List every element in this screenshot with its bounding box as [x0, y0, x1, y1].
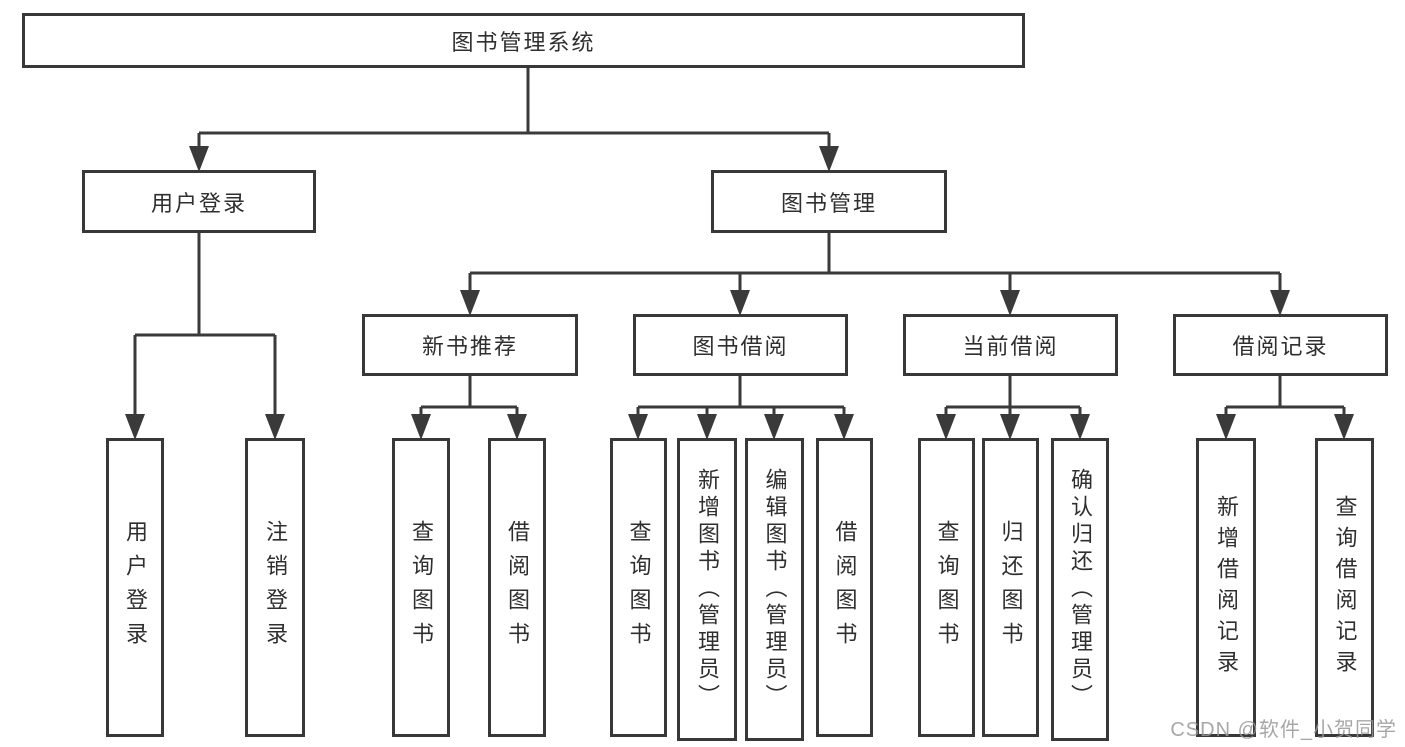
- node-leaf-borrow-books-2: 借阅图书: [816, 438, 873, 737]
- node-leaf-query-books-2: 查询图书: [610, 438, 667, 737]
- node-leaf-edit-books-admin: 编辑图书（管理员）: [745, 438, 804, 741]
- node-new-book-recommend: 新书推荐: [362, 314, 578, 376]
- connector-borrow-record-group: [1216, 375, 1354, 440]
- connector-book-borrow-group: [628, 375, 854, 440]
- node-leaf-return-books: 归还图书: [982, 438, 1039, 737]
- node-leaf-query-books-3: 查询图书: [918, 438, 975, 737]
- node-library-management-system: 图书管理系统: [22, 13, 1025, 68]
- node-label: 借阅记录: [1232, 334, 1329, 359]
- node-label: 确认归还（管理员）: [1068, 468, 1093, 711]
- node-label: 查询借阅记录: [1332, 494, 1358, 681]
- node-label: 归还图书: [998, 519, 1024, 656]
- node-label: 用户登录: [123, 519, 148, 656]
- node-leaf-query-books-1: 查询图书: [392, 438, 450, 737]
- node-label: 图书借阅: [692, 334, 789, 359]
- node-label: 新增借阅记录: [1214, 494, 1239, 681]
- node-label: 查询图书: [409, 519, 434, 656]
- connector-book-management-to-level3: [460, 232, 1290, 316]
- node-borrow-record: 借阅记录: [1173, 314, 1388, 376]
- node-leaf-add-borrow-record: 新增借阅记录: [1196, 438, 1256, 737]
- node-label: 新增图书（管理员）: [695, 468, 720, 711]
- node-leaf-user-login: 用户登录: [106, 438, 164, 737]
- connector-root-to-level2: [189, 67, 839, 172]
- node-label: 图书管理: [780, 190, 877, 216]
- node-label: 查询图书: [934, 519, 960, 656]
- csdn-watermark: CSDN @软件_小贺同学: [1170, 719, 1397, 741]
- node-label: 借阅图书: [832, 519, 858, 656]
- connector-user-login-group: [125, 232, 285, 440]
- node-label: 查询图书: [626, 519, 652, 656]
- node-leaf-borrow-books-1: 借阅图书: [488, 438, 546, 737]
- node-label: 用户登录: [150, 190, 247, 216]
- node-leaf-confirm-return-admin: 确认归还（管理员）: [1051, 438, 1109, 741]
- node-leaf-add-books-admin: 新增图书（管理员）: [677, 438, 737, 741]
- connector-current-borrow-group: [936, 375, 1090, 440]
- node-label: 借阅图书: [505, 519, 530, 656]
- node-leaf-query-borrow-record: 查询借阅记录: [1315, 438, 1374, 737]
- node-label: 图书管理系统: [451, 29, 596, 55]
- node-label: 注销登录: [263, 519, 288, 656]
- node-book-management-branch: 图书管理: [711, 170, 947, 233]
- node-leaf-logout: 注销登录: [245, 438, 305, 737]
- node-label: 新书推荐: [421, 334, 518, 359]
- node-current-borrow: 当前借阅: [903, 314, 1118, 376]
- node-label: 编辑图书（管理员）: [762, 468, 788, 711]
- connector-new-book-group: [411, 375, 527, 440]
- node-label: 当前借阅: [962, 334, 1059, 359]
- node-user-login-branch: 用户登录: [82, 170, 316, 233]
- node-book-borrow: 图书借阅: [633, 314, 848, 376]
